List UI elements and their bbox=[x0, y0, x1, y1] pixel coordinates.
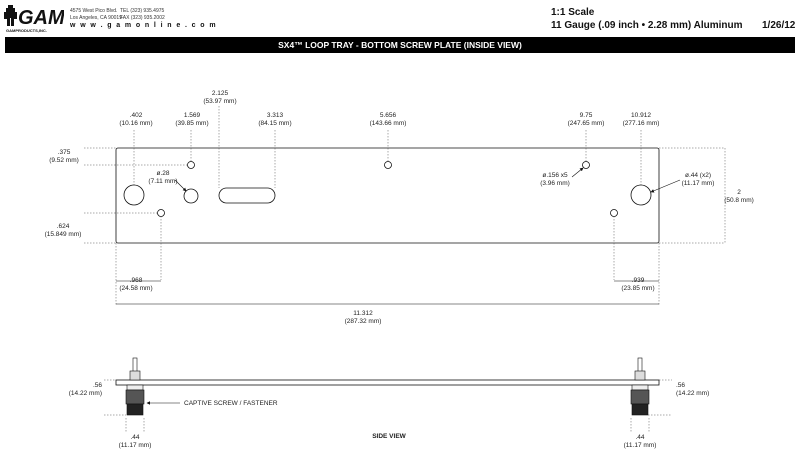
dim-label-2125: 2.125(53.97 mm) bbox=[203, 90, 237, 105]
side-view-drawing bbox=[104, 357, 672, 432]
scale-label: 1:1 Scale bbox=[551, 7, 595, 18]
drawing-title: SX4™ LOOP TRAY - BOTTOM SCREW PLATE (INS… bbox=[5, 37, 795, 53]
side-width-left: .44(11.17 mm) bbox=[118, 434, 152, 449]
leader-hole-028 bbox=[174, 179, 187, 192]
website-link[interactable]: w w w . g a m o n l i n e . c o m bbox=[70, 22, 217, 29]
dimension-lines bbox=[116, 280, 659, 305]
side-width-right: .44(11.17 mm) bbox=[623, 434, 657, 449]
dim-label-975: 9.75(247.65 mm) bbox=[567, 112, 605, 127]
small-hole-1 bbox=[187, 161, 195, 169]
dim-label-10912: 10.912(277.16 mm) bbox=[622, 112, 660, 127]
side-view-label: SIDE VIEW bbox=[372, 433, 406, 440]
side-height-left: .56(14.22 mm) bbox=[68, 382, 102, 397]
small-hole-2 bbox=[384, 161, 392, 169]
small-hole-5 bbox=[610, 209, 618, 217]
gam-logo: GAM GAMPRODUCTS,INC. bbox=[4, 5, 64, 33]
logo-wordmark: GAM bbox=[18, 7, 64, 29]
dim-label-375: .375(9.52 mm) bbox=[49, 149, 79, 164]
dim-label-402: .402(10.16 mm) bbox=[119, 112, 153, 127]
large-hole-right bbox=[630, 184, 652, 206]
captive-screw-label: CAPTIVE SCREW / FASTENER bbox=[184, 400, 278, 407]
phone-number: TEL (323) 935.4975 bbox=[120, 8, 165, 14]
large-hole-left bbox=[123, 184, 145, 206]
dim-label-3313: 3.313(84.15 mm) bbox=[258, 112, 292, 127]
fax-number: FAX (323) 935.2002 bbox=[120, 15, 165, 21]
dim-label-2: 2(50.8 mm) bbox=[724, 189, 754, 204]
dim-label-939: .939(23.85 mm) bbox=[621, 277, 655, 292]
date-label: 1/26/12 bbox=[762, 20, 796, 31]
address-line-2: Los Angeles, CA 90019 bbox=[70, 15, 122, 21]
logo-subtitle: GAMPRODUCTS,INC. bbox=[6, 28, 47, 33]
plate-outline bbox=[115, 147, 660, 244]
captive-screw-right bbox=[630, 357, 650, 416]
side-height-right: .56(14.22 mm) bbox=[676, 382, 710, 397]
leader-hole-0156 bbox=[571, 167, 584, 178]
robot-logo-icon bbox=[4, 5, 17, 26]
dim-label-624: .624(15.849 mm) bbox=[44, 223, 82, 238]
callout-hole-0156: ø.156 x5(3.96 mm) bbox=[540, 172, 570, 187]
callout-hole-044: ø.44 (x2)(11.17 mm) bbox=[681, 172, 715, 187]
medium-hole bbox=[183, 188, 199, 204]
leader-hole-044 bbox=[650, 179, 681, 193]
slot bbox=[218, 187, 276, 204]
small-hole-3 bbox=[582, 161, 590, 169]
small-hole-4 bbox=[157, 209, 165, 217]
callout-hole-028: ø.28(7.11 mm) bbox=[148, 170, 178, 185]
captive-screw-left bbox=[125, 357, 145, 416]
dim-label-968: .968(24.58 mm) bbox=[119, 277, 153, 292]
extension-lines bbox=[84, 106, 726, 305]
material-label: 11 Gauge (.09 inch • 2.28 mm) Aluminum bbox=[551, 20, 743, 31]
dim-label-1569: 1.569(39.85 mm) bbox=[175, 112, 209, 127]
side-plate bbox=[115, 379, 660, 386]
address-line-1: 4575 West Pico Blvd. bbox=[70, 8, 118, 14]
dim-label-5656: 5.656(143.66 mm) bbox=[369, 112, 407, 127]
dim-label-11312: 11.312(287.32 mm) bbox=[344, 310, 382, 325]
